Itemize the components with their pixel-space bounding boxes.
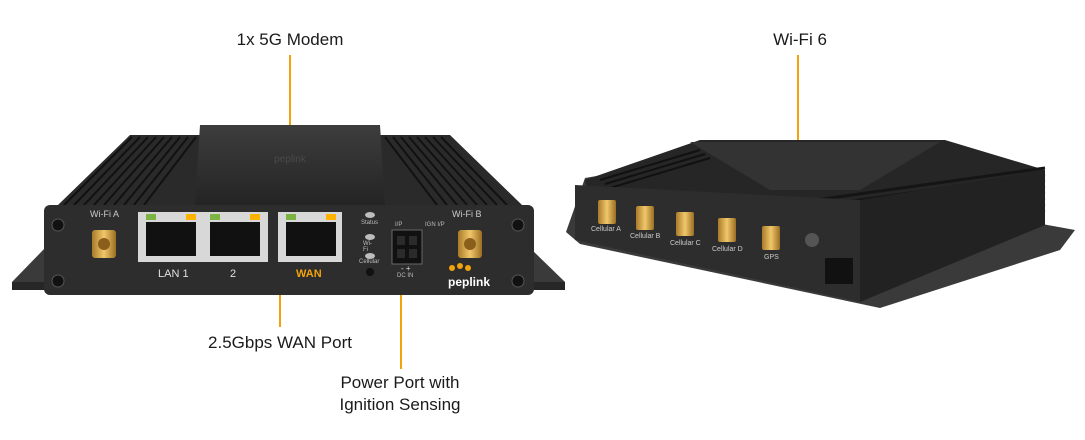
wifi-b-connector [458,230,482,258]
modem-leader-dot [286,149,294,157]
wifi6-leader-line [797,55,799,163]
side-dc-connector [825,258,853,284]
side-ground-screw [805,233,819,247]
wifi-led-label: Wi-Fi [363,241,372,253]
side-top-plate [690,142,940,190]
lan2-label: 2 [230,268,237,280]
front-heatsink-fins-left [58,135,205,205]
wan-label: WAN [296,268,322,280]
wan-port [278,212,342,262]
cellular-led-label: Cellular [359,259,380,265]
wifi-a-connector [92,230,116,258]
peplink-logo-dots [449,263,471,271]
ip-label: I/P [395,222,403,228]
wifi-a-label: Wi-Fi A [90,209,119,219]
wifi6-leader-dot [794,159,802,167]
ign-ip-label: IGN I/P [425,222,445,228]
power-port-callout-label: Power Port with Ignition Sensing [300,372,500,416]
side-front-face [575,185,860,302]
cellular-b-label: Cellular B [630,233,661,240]
peplink-brand-label: peplink [448,275,491,289]
cellular-d-label: Cellular D [712,246,743,253]
polarity-label: - + [401,264,411,273]
wan-leader-line [279,259,281,327]
lan1-label: LAN 1 [158,268,189,280]
wifi6-callout-label: Wi-Fi 6 [773,30,827,49]
power-callout-line2: Ignition Sensing [339,395,461,414]
modem-leader-line [289,55,291,153]
gps-label: GPS [764,254,779,261]
wan-port-callout-label: 2.5Gbps WAN Port [208,333,352,352]
power-leader-line [400,261,402,369]
power-callout-line1: Power Port with [340,373,460,392]
status-led-label: Status [361,220,379,226]
wan-leader-dot [276,255,284,263]
cellular-c-label: Cellular C [670,240,701,247]
cellular-a-label: Cellular A [591,226,621,233]
wifi-b-label: Wi-Fi B [452,209,482,219]
lan-port-block [138,212,268,262]
dc-in-label: DC IN [397,273,414,279]
modem-callout-label: 1x 5G Modem [236,30,344,49]
reset-hole [366,268,374,276]
